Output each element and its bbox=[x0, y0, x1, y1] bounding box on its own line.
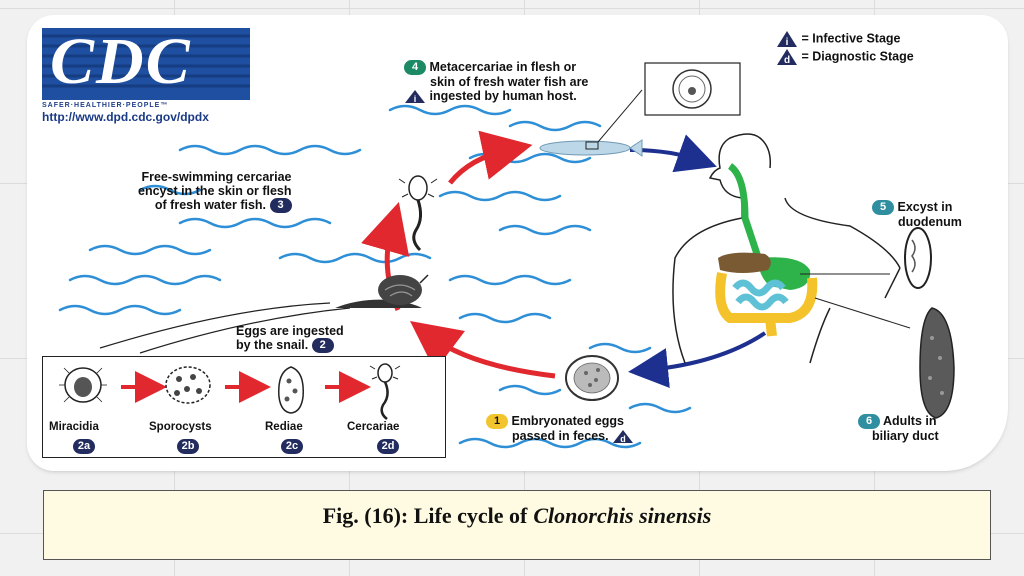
caption-prefix: Fig. (16): Life cycle of bbox=[322, 503, 528, 528]
snail-ground-line bbox=[99, 302, 331, 349]
step-4-line2: skin of fresh water fish are bbox=[430, 75, 589, 90]
snail-host bbox=[335, 274, 429, 308]
step-1-number: 1 bbox=[486, 414, 508, 430]
human-host bbox=[672, 133, 901, 364]
legend-infective: i = Infective Stage bbox=[776, 30, 900, 48]
excysted-larva bbox=[904, 227, 932, 289]
diagnostic-badge-letter: d bbox=[784, 55, 790, 66]
cercaria-organism bbox=[398, 175, 438, 252]
stage-miracidia-label: Miracidia bbox=[49, 421, 99, 433]
life-cycle-illustration bbox=[58, 62, 955, 449]
cdc-logo: CDC bbox=[42, 28, 250, 100]
step-6-number: 6 bbox=[858, 414, 880, 430]
diagnostic-triangle-icon: d bbox=[777, 49, 797, 66]
legend-infective-label: = Infective Stage bbox=[801, 31, 901, 46]
cdc-tagline: SAFER·HEALTHIER·PEOPLE™ bbox=[42, 102, 169, 109]
metacercaria-inset bbox=[644, 62, 741, 116]
step-4-line3: ingested by human host. bbox=[429, 89, 577, 104]
stage-cercariae-label: Cercariae bbox=[347, 421, 400, 433]
legend-diagnostic-label: = Diagnostic Stage bbox=[801, 49, 914, 64]
step-3-line2: encyst in the skin or flesh bbox=[138, 184, 292, 198]
adult-fluke bbox=[919, 307, 955, 419]
step-1-label: 1 Embryonated eggs passed in feces. d bbox=[486, 414, 634, 444]
infective-badge-letter: i bbox=[786, 37, 789, 48]
digestive-system bbox=[715, 163, 911, 337]
caption-species: Clonorchis sinensis bbox=[533, 503, 712, 528]
step-6-line1: Adults in bbox=[883, 414, 937, 428]
step-1-line2: passed in feces. bbox=[512, 429, 609, 444]
step-4-number: 4 bbox=[404, 60, 426, 76]
snail-ground-line-2 bbox=[139, 307, 351, 354]
step-1-diagnostic-icon: d bbox=[613, 430, 634, 444]
step-4-line1: Metacercariae in flesh or bbox=[429, 60, 577, 74]
fish-host bbox=[539, 89, 643, 157]
step-1-line1: Embryonated eggs bbox=[511, 414, 625, 428]
stage-2d-badge: 2d bbox=[377, 439, 399, 454]
step-3-label: Free-swimming cercariae encyst in the sk… bbox=[138, 170, 292, 214]
infective-triangle-icon: i bbox=[777, 31, 797, 48]
step-2-line1: Eggs are ingested bbox=[236, 324, 344, 338]
svg-text:i: i bbox=[414, 94, 417, 104]
step-4-label: 4 Metacercariae in flesh or skin of fres… bbox=[404, 60, 588, 104]
miracidium-organism bbox=[59, 367, 107, 403]
stage-sporocysts-label: Sporocysts bbox=[149, 421, 212, 433]
step-4-infective-icon: i bbox=[405, 90, 425, 104]
cdc-logo-text: CDC bbox=[50, 28, 192, 98]
diagram-frame: CDC SAFER·HEALTHIER·PEOPLE™ http://www.d… bbox=[30, 18, 1005, 468]
step-5-label: 5 Excyst in duodenum bbox=[872, 200, 962, 229]
step-3-line1: Free-swimming cercariae bbox=[141, 170, 292, 184]
step-3-line3: of fresh water fish. bbox=[154, 198, 267, 212]
arrow-cercariae-to-fish bbox=[448, 130, 533, 185]
embryonated-egg bbox=[565, 355, 619, 401]
cercaria-small-organism bbox=[369, 363, 401, 420]
larval-stages-inset: Miracidia Sporocysts Rediae Cercariae 2a… bbox=[42, 356, 446, 458]
step-5-number: 5 bbox=[872, 200, 894, 216]
step-2-label: Eggs are ingested by the snail. 2 bbox=[236, 324, 344, 354]
step-3-number: 3 bbox=[269, 198, 292, 214]
stage-2c-badge: 2c bbox=[281, 439, 303, 454]
stage-rediae-label: Rediae bbox=[265, 421, 303, 433]
cdc-url-link[interactable]: http://www.dpd.cdc.gov/dpdx bbox=[42, 110, 209, 124]
step-5-line1: Excyst in bbox=[897, 200, 953, 214]
legend-diagnostic: d = Diagnostic Stage bbox=[776, 48, 914, 66]
stage-2b-badge: 2b bbox=[177, 439, 199, 454]
sporocyst-organism bbox=[165, 366, 211, 404]
stage-2a-badge: 2a bbox=[73, 439, 95, 454]
step-5-line2: duodenum bbox=[898, 215, 962, 230]
step-2-number: 2 bbox=[311, 338, 334, 354]
redia-organism bbox=[278, 366, 304, 414]
arrow-egg-to-snail bbox=[409, 321, 556, 379]
larval-stages-illustration bbox=[59, 363, 401, 420]
step-2-line2: by the snail. bbox=[236, 338, 309, 352]
cdc-logo-stripes bbox=[42, 34, 250, 88]
arrow-human-to-egg bbox=[628, 331, 767, 388]
step-6-line2: biliary duct bbox=[872, 429, 939, 444]
step-6-label: 6 Adults in biliary duct bbox=[858, 414, 939, 443]
svg-text:d: d bbox=[620, 434, 626, 444]
